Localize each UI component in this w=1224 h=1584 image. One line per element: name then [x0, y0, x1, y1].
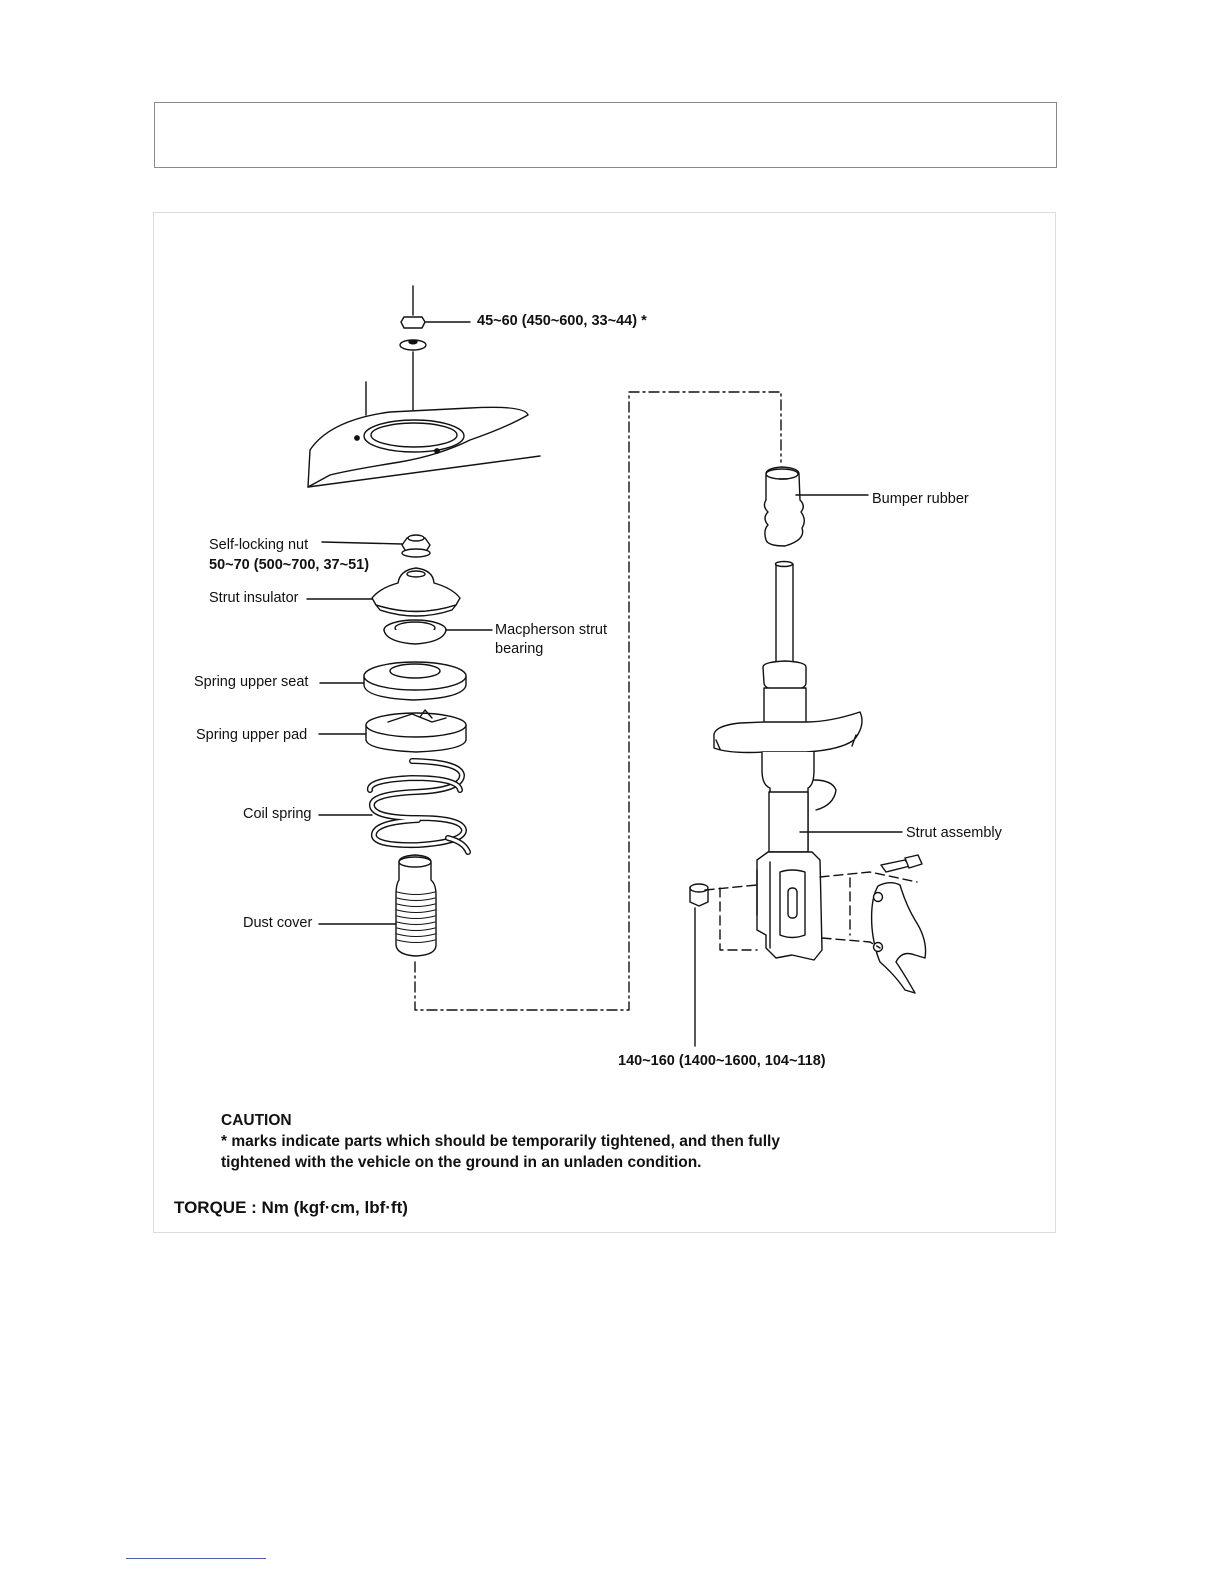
label-strut-assembly: Strut assembly	[906, 825, 1002, 841]
leader-self-locking-nut	[321, 541, 403, 545]
assembly-path-line	[414, 391, 782, 1011]
caution-line-1: * marks indicate parts which should be t…	[221, 1133, 780, 1150]
coil-spring-part	[367, 758, 471, 855]
strut-assembly-part	[713, 560, 863, 961]
label-lower-nut-torque: 140~160 (1400~1600, 104~118)	[618, 1053, 826, 1069]
header-box	[154, 102, 1057, 168]
label-spring-upper-pad: Spring upper pad	[196, 727, 308, 743]
spring-upper-pad-part	[365, 709, 467, 753]
self-locking-nut-part	[401, 534, 431, 558]
bolt-alignment-lines	[704, 871, 918, 951]
footer-rule	[126, 1558, 266, 1559]
steering-knuckle-part	[689, 854, 927, 994]
label-dust-cover: Dust cover	[243, 915, 313, 931]
body-panel-mount	[307, 285, 541, 488]
label-strut-insulator: Strut insulator	[209, 590, 299, 606]
spring-upper-seat-part	[363, 661, 467, 701]
label-spring-upper-seat: Spring upper seat	[194, 674, 309, 690]
caution-line-2: tightened with the vehicle on the ground…	[221, 1154, 702, 1171]
macpherson-strut-bearing-part	[383, 619, 447, 645]
strut-insulator-part	[371, 567, 461, 617]
caution-title: CAUTION	[221, 1112, 292, 1129]
caution-note: CAUTION * marks indicate parts which sho…	[221, 1110, 780, 1173]
label-top-nut-torque: 45~60 (450~600, 33~44) *	[477, 313, 647, 329]
torque-units-note: TORQUE : Nm (kgf·cm, lbf·ft)	[174, 1198, 408, 1217]
figure-frame	[153, 212, 1056, 1233]
label-self-locking-nut-torque: 50~70 (500~700, 37~51)	[209, 557, 370, 573]
label-macpherson-line2: bearing	[495, 641, 544, 657]
label-self-locking-nut: Self-locking nut	[209, 537, 309, 553]
label-macpherson-line1: Macpherson strut	[495, 622, 608, 638]
label-coil-spring: Coil spring	[243, 806, 312, 822]
label-bumper-rubber: Bumper rubber	[872, 491, 969, 507]
bumper-rubber-part	[763, 466, 805, 547]
dust-cover-part	[395, 854, 437, 957]
